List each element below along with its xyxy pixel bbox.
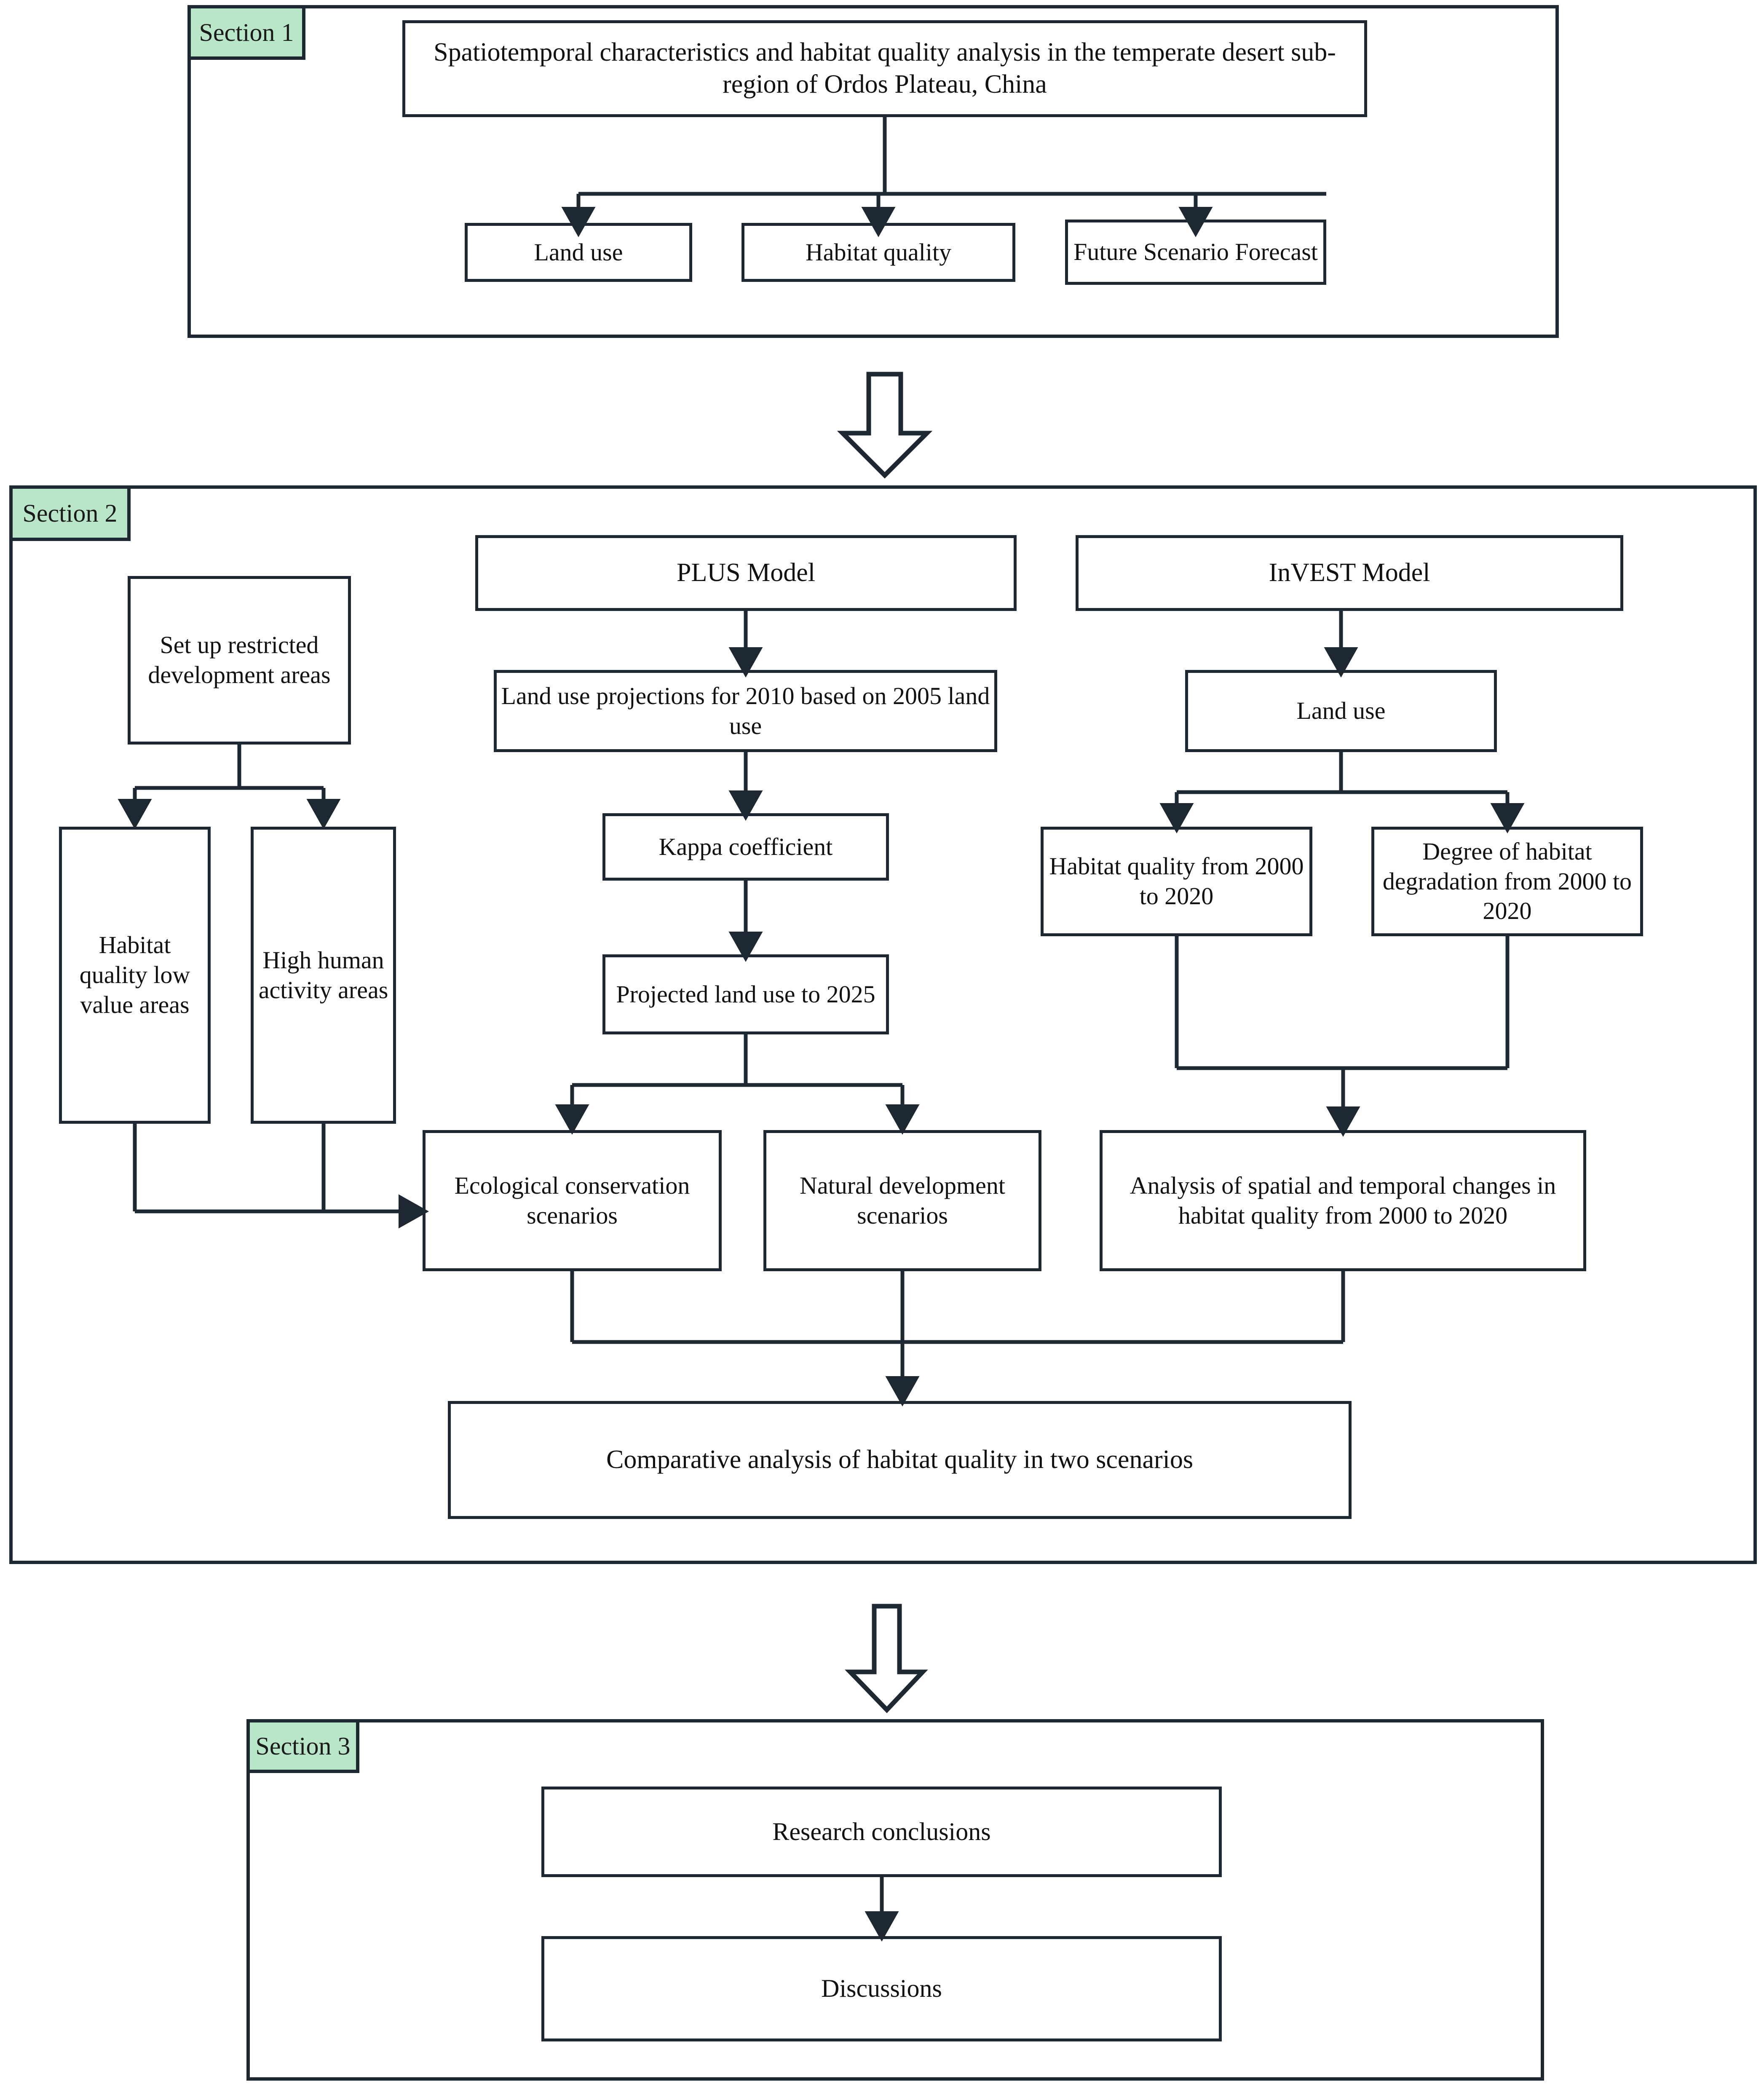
section-1-child-habitat-quality: Habitat quality	[741, 223, 1015, 282]
section-1-child-habitat-quality-text: Habitat quality	[805, 238, 952, 266]
research-conclusions-box: Research conclusions	[541, 1787, 1222, 1877]
setup-restricted-development-areas-text: Set up restricted development areas	[148, 631, 331, 688]
land-use-projections-2010-text: Land use projections for 2010 based on 2…	[501, 682, 990, 739]
research-conclusions-text: Research conclusions	[772, 1817, 991, 1846]
high-human-activity-areas-text: High human activity areas	[258, 946, 388, 1004]
high-human-activity-areas-box: High human activity areas	[251, 827, 396, 1124]
section-1-title-text: Spatiotemporal characteristics and habit…	[434, 38, 1336, 99]
projected-land-use-2025-text: Projected land use to 2025	[616, 980, 875, 1008]
spatial-temporal-analysis-box: Analysis of spatial and temporal changes…	[1100, 1130, 1586, 1271]
section-1-child-land-use: Land use	[465, 223, 692, 282]
invest-model-text: InVEST Model	[1269, 558, 1430, 587]
plus-model-box: PLUS Model	[475, 535, 1017, 611]
invest-land-use-text: Land use	[1296, 697, 1386, 725]
ecological-conservation-scenarios-box: Ecological conservation scenarios	[423, 1130, 722, 1271]
land-use-projections-2010-box: Land use projections for 2010 based on 2…	[494, 670, 997, 752]
section-3-label-box: Section 3	[246, 1719, 359, 1773]
habitat-quality-low-value-areas-box: Habitat quality low value areas	[59, 827, 211, 1124]
natural-development-scenarios-text: Natural development scenarios	[800, 1171, 1005, 1229]
section-3-container	[246, 1719, 1544, 2081]
comparative-analysis-box: Comparative analysis of habitat quality …	[448, 1401, 1352, 1519]
section-1-child-future-scenario-text: Future Scenario Forecast	[1073, 238, 1318, 266]
invest-model-box: InVEST Model	[1076, 535, 1623, 611]
projected-land-use-2025-box: Projected land use to 2025	[602, 954, 889, 1034]
section-1-label-box: Section 1	[187, 5, 305, 60]
section-1-child-land-use-text: Land use	[534, 238, 623, 266]
section2-to-section3-hollow-arrow	[845, 1604, 928, 1713]
comparative-analysis-text: Comparative analysis of habitat quality …	[606, 1445, 1193, 1474]
spatial-temporal-analysis-text: Analysis of spatial and temporal changes…	[1130, 1171, 1556, 1229]
discussions-text: Discussions	[821, 1974, 942, 2003]
kappa-coefficient-text: Kappa coefficient	[658, 833, 833, 860]
section-2-container	[9, 485, 1757, 1564]
section-1-child-future-scenario: Future Scenario Forecast	[1065, 220, 1326, 285]
section-1-container	[187, 5, 1559, 338]
section-2-label-box: Section 2	[9, 485, 131, 541]
degree-habitat-degradation-text: Degree of habitat degradation from 2000 …	[1382, 837, 1632, 925]
kappa-coefficient-box: Kappa coefficient	[602, 813, 889, 881]
natural-development-scenarios-box: Natural development scenarios	[763, 1130, 1041, 1271]
plus-model-text: PLUS Model	[677, 558, 815, 587]
habitat-quality-low-value-areas-text: Habitat quality low value areas	[79, 931, 190, 1018]
section-2-label-text: Section 2	[22, 499, 118, 527]
setup-restricted-development-areas-box: Set up restricted development areas	[128, 576, 351, 745]
habitat-quality-2000-2020-text: Habitat quality from 2000 to 2020	[1049, 852, 1304, 910]
section1-to-section2-hollow-arrow	[837, 372, 933, 479]
section-1-label-text: Section 1	[199, 18, 294, 46]
section-3-label-text: Section 3	[255, 1732, 351, 1760]
invest-land-use-box: Land use	[1185, 670, 1497, 752]
section-1-title-box: Spatiotemporal characteristics and habit…	[402, 20, 1367, 117]
discussions-box: Discussions	[541, 1936, 1222, 2041]
ecological-conservation-scenarios-text: Ecological conservation scenarios	[454, 1171, 690, 1229]
habitat-quality-2000-2020-box: Habitat quality from 2000 to 2020	[1041, 827, 1312, 936]
degree-habitat-degradation-box: Degree of habitat degradation from 2000 …	[1371, 827, 1643, 936]
